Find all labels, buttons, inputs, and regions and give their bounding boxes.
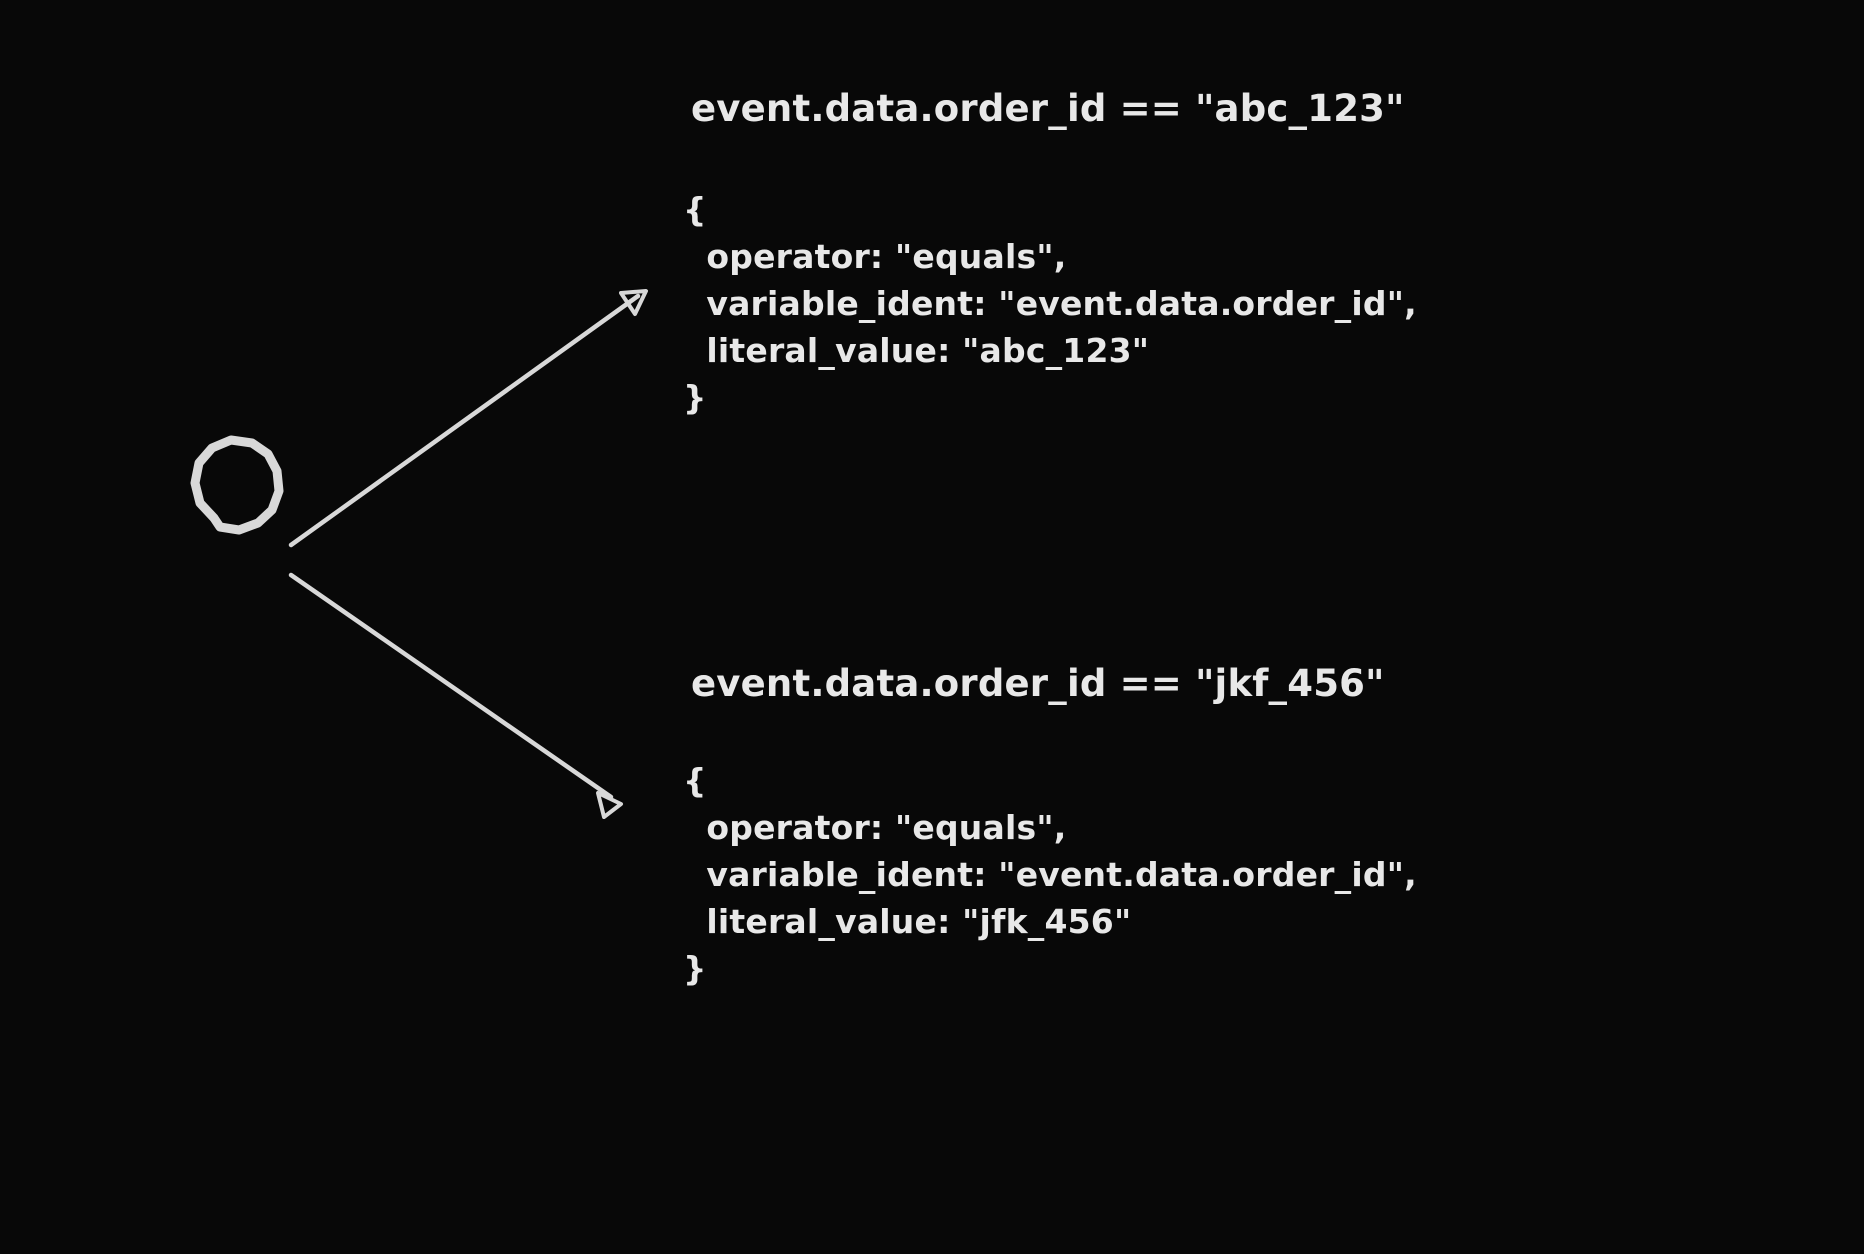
edge-to-branch-a[interactable] [288, 289, 648, 548]
branch-a-heading: event.data.order_id == "abc_123" [691, 87, 1405, 130]
edge-to-branch-b[interactable] [288, 572, 623, 819]
branch-b-heading: event.data.order_id == "jkf_456" [691, 662, 1385, 705]
branch-b-code-block: { operator: "equals", variable_ident: "e… [683, 761, 1417, 988]
branch-a-code-block: { operator: "equals", variable_ident: "e… [683, 190, 1417, 417]
condition-root-node[interactable] [190, 435, 284, 535]
